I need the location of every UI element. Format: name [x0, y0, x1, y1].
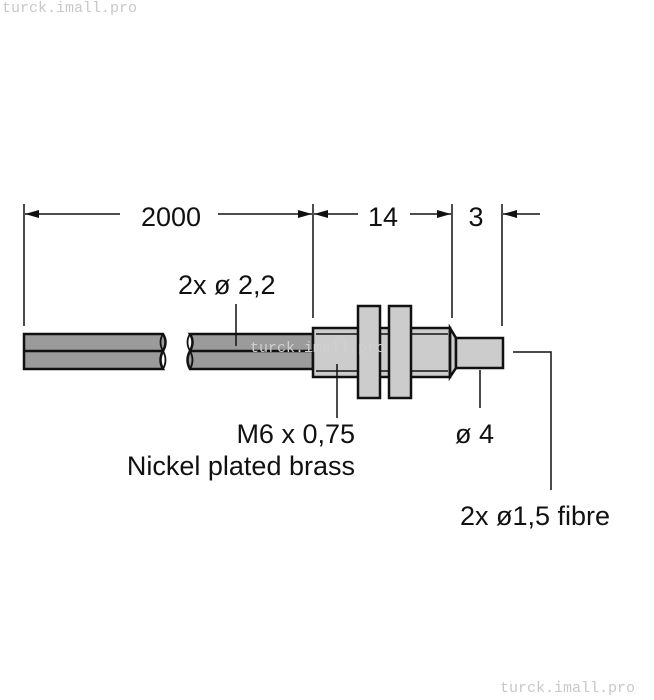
label-fibre: 2x ø1,5 fibre: [460, 501, 610, 531]
sensor-tip: [454, 336, 505, 370]
lock-nuts: [356, 304, 413, 400]
leader-fibre: [513, 351, 552, 490]
dimension-14-label: 14: [368, 202, 398, 232]
watermark-middle: turck.imall.pro: [250, 340, 386, 357]
label-cable-diameter: 2x ø 2,2: [178, 270, 276, 300]
watermark-bottom: turck.imall.pro: [500, 680, 636, 697]
label-material: Nickel plated brass: [127, 451, 355, 481]
leader-lines: [235, 304, 552, 490]
label-tip-diameter: ø 4: [455, 419, 494, 449]
watermark-top: turck.imall.pro: [2, 0, 138, 17]
sensor-body: [311, 323, 458, 382]
cable-left-segment: [22, 332, 167, 371]
label-thread: M6 x 0,75: [236, 419, 355, 449]
lock-nut-2: [387, 304, 413, 400]
cable-right-segment: [186, 332, 315, 371]
dimension-3-label: 3: [468, 202, 483, 232]
lock-nut-1: [356, 304, 382, 400]
dimension-2000-label: 2000: [141, 202, 201, 232]
extension-lines: [23, 204, 503, 326]
